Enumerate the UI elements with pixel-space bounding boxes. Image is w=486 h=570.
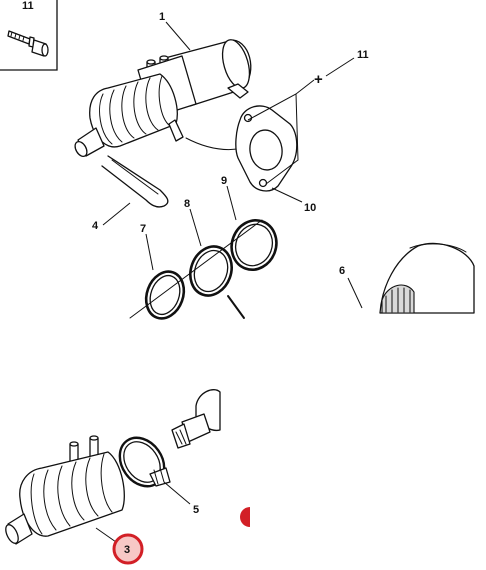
- inset-bolt-detail: 11: [0, 0, 58, 71]
- callout-group-11: 11 +: [247, 49, 369, 185]
- gasket-part-10: 10: [235, 105, 316, 214]
- o-ring-part-9: 9: [221, 175, 278, 271]
- callout-4: 4: [92, 220, 99, 232]
- bolt-icon: [7, 30, 49, 57]
- o-ring-part-8: 8: [184, 198, 233, 297]
- callout-10: 10: [304, 202, 316, 214]
- axis-line: [129, 219, 263, 319]
- shaft-stub: [227, 295, 245, 319]
- callout-7: 7: [140, 223, 146, 235]
- callout-9: 9: [221, 175, 227, 187]
- plus-sign: +: [314, 71, 323, 88]
- clamp-part-5: 5: [118, 436, 199, 516]
- callout-6: 6: [339, 265, 345, 277]
- clip-part-4: 4: [92, 155, 169, 232]
- callout-3-highlight[interactable]: 3: [112, 533, 144, 565]
- o-ring-part-7: 7: [140, 223, 186, 320]
- callout-1: 1: [159, 11, 165, 23]
- callout-3: 3: [124, 544, 130, 556]
- boot-part-3: [5, 435, 125, 545]
- cylinder-assembly-part-1: [74, 39, 252, 158]
- callout-group-1: 1: [159, 11, 191, 51]
- pipe-fitting: [171, 389, 221, 449]
- partial-highlight-marker: [240, 507, 250, 527]
- callout-11-inset: 11: [22, 0, 34, 12]
- callout-8: 8: [184, 198, 190, 210]
- callout-11: 11: [357, 49, 369, 61]
- housing-part-6: 6: [339, 242, 475, 314]
- callout-5: 5: [193, 504, 199, 516]
